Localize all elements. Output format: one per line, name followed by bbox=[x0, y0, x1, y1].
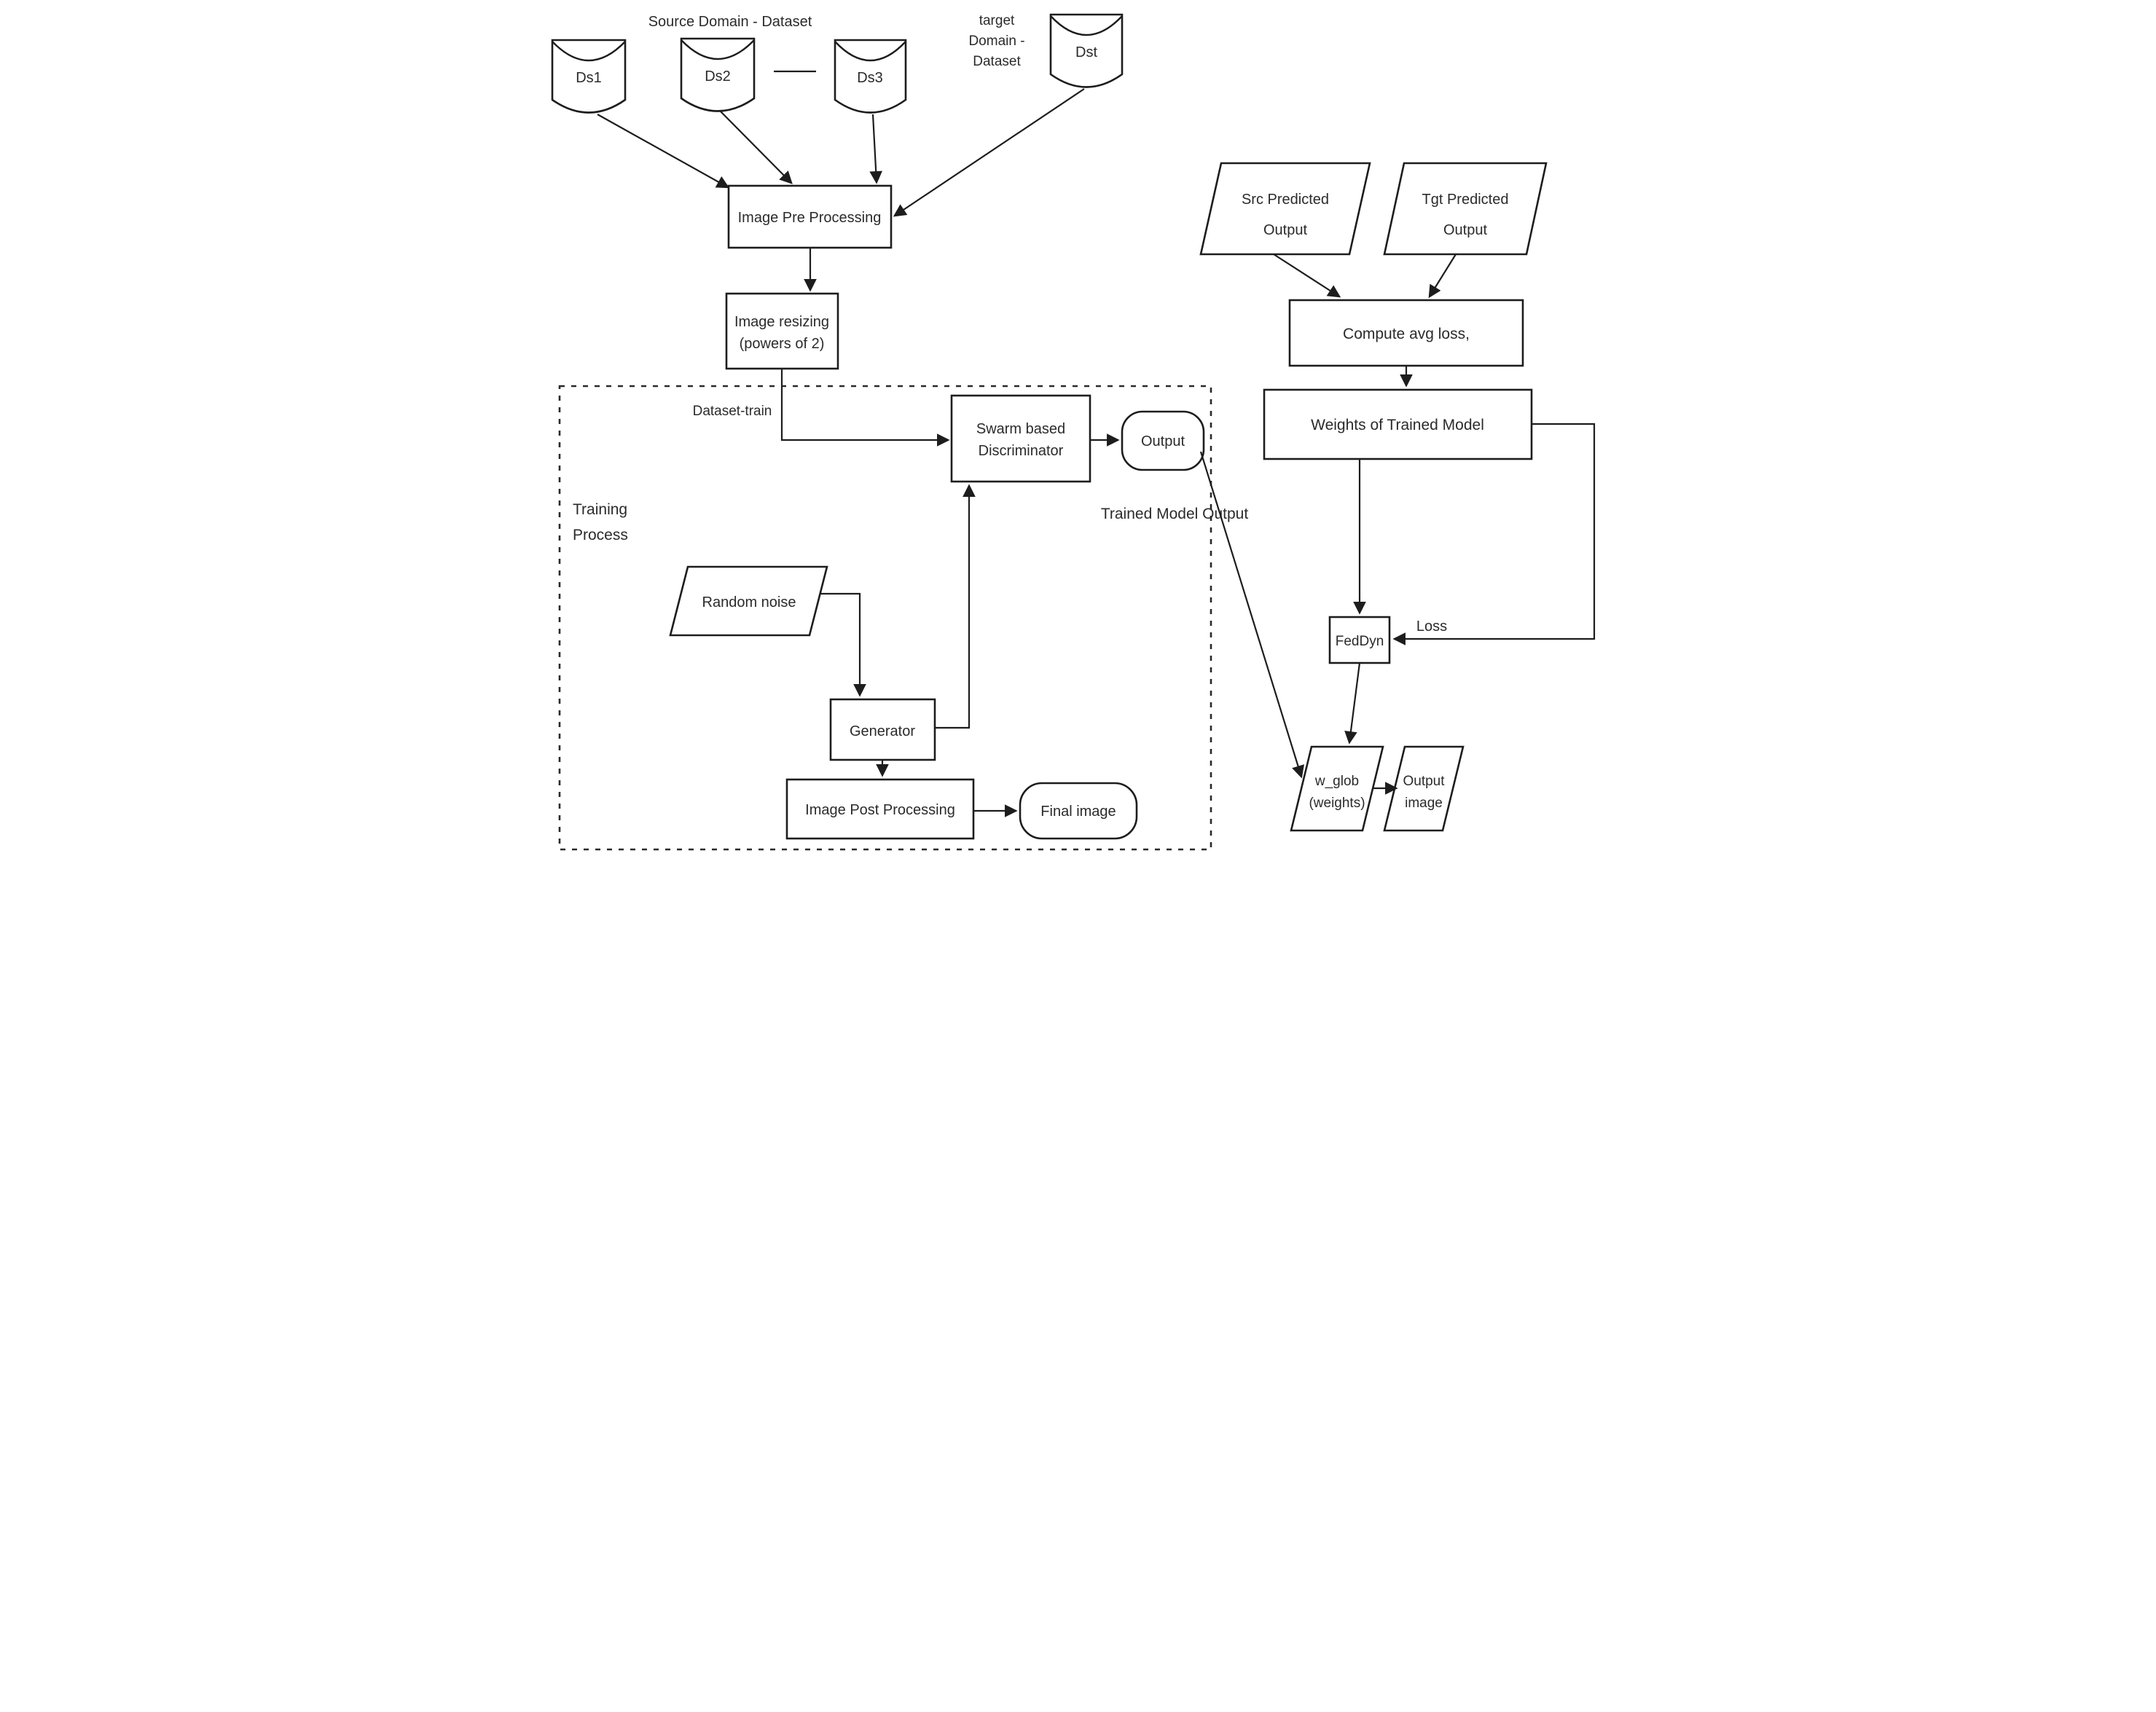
arrow-ds1-to-preprocessing bbox=[596, 114, 729, 189]
process-label: Image Pre Processing bbox=[737, 210, 881, 226]
process-box bbox=[785, 778, 974, 840]
loss-label: Loss bbox=[1416, 619, 1446, 635]
swarm-discriminator-box: Swarm based Discriminator bbox=[950, 394, 1091, 483]
io-shape bbox=[1199, 162, 1371, 256]
source-domain-label: Source Domain - Dataset bbox=[648, 14, 812, 30]
src-predicted-output-parallelogram: Src Predicted Output bbox=[1199, 162, 1371, 256]
dataset-cylinder-ds1: Ds1 bbox=[551, 39, 626, 114]
target-domain-line3: Dataset bbox=[973, 54, 1021, 69]
arrow-trainedmodel-to-wglob bbox=[1199, 451, 1304, 779]
process-box bbox=[725, 292, 839, 370]
generator-box: Generator bbox=[829, 698, 936, 761]
process-box bbox=[950, 394, 1091, 483]
arrow-feddyn-to-wglob bbox=[1344, 662, 1360, 745]
arrow-dst-to-preprocessing bbox=[893, 88, 1085, 217]
terminator-label: Output bbox=[1140, 433, 1184, 449]
process-box bbox=[1263, 388, 1532, 460]
io-label-line2: Output bbox=[1263, 222, 1306, 238]
io-shape bbox=[1289, 745, 1384, 832]
dataset-cylinder-ds2: Ds2 bbox=[680, 37, 755, 112]
arrow-resizing-to-discriminator bbox=[780, 369, 950, 447]
process-box bbox=[1288, 299, 1524, 367]
trained-model-output-label: Trained Model Output bbox=[1100, 506, 1247, 522]
training-process-line1: Training bbox=[573, 501, 627, 518]
io-label-line1: w_glob bbox=[1314, 774, 1358, 789]
io-label: Random noise bbox=[702, 594, 796, 610]
dataset-cylinder-dst: Dst bbox=[1049, 13, 1123, 88]
process-box bbox=[727, 184, 892, 249]
flowchart-canvas: Source Domain - Dataset Ds1 Ds2 Ds3 targ… bbox=[538, 0, 1618, 856]
image-resizing-box: Image resizing (powers of 2) bbox=[725, 292, 839, 370]
io-shape bbox=[1382, 745, 1465, 832]
output-terminator: Output bbox=[1121, 410, 1204, 471]
process-label: Image Post Processing bbox=[805, 802, 955, 818]
weights-trained-model-box: Weights of Trained Model bbox=[1263, 388, 1532, 460]
cylinder-shape bbox=[834, 39, 906, 114]
io-label-line1: Tgt Predicted bbox=[1422, 192, 1508, 208]
process-label: FedDyn bbox=[1335, 634, 1384, 649]
tgt-predicted-output-parallelogram: Tgt Predicted Output bbox=[1382, 162, 1548, 256]
terminator-shape bbox=[1019, 782, 1137, 840]
cylinder-shape bbox=[1049, 13, 1123, 88]
random-noise-parallelogram: Random noise bbox=[668, 565, 828, 637]
cylinder-label: Ds3 bbox=[857, 70, 883, 86]
federated-gan-flowchart: Source Domain - Dataset Ds1 Ds2 Ds3 targ… bbox=[538, 0, 1618, 856]
w-glob-parallelogram: w_glob (weights) bbox=[1289, 745, 1384, 832]
final-image-terminator: Final image bbox=[1019, 782, 1137, 840]
target-domain-line1: target bbox=[979, 13, 1014, 28]
process-label-line1: Image resizing bbox=[734, 314, 828, 330]
cylinder-label: Ds1 bbox=[576, 70, 602, 86]
cylinder-rim bbox=[834, 41, 906, 62]
dataset-cylinder-ds3: Ds3 bbox=[834, 39, 906, 114]
compute-avg-loss-box: Compute avg loss, bbox=[1288, 299, 1524, 367]
output-image-parallelogram: Output image bbox=[1382, 745, 1465, 832]
process-label-line2: Discriminator bbox=[978, 443, 1063, 459]
process-label: Generator bbox=[849, 723, 914, 739]
process-label: Weights of Trained Model bbox=[1311, 417, 1484, 433]
io-label-line1: Output bbox=[1403, 774, 1445, 789]
terminator-shape bbox=[1121, 410, 1204, 471]
arrow-noise-to-generator bbox=[820, 592, 866, 697]
io-label-line1: Src Predicted bbox=[1241, 192, 1328, 208]
arrow-loss-feedback-to-feddyn bbox=[1392, 423, 1595, 645]
process-label-line2: (powers of 2) bbox=[739, 336, 824, 352]
training-process-label: Training Process bbox=[573, 501, 628, 543]
cylinder-rim bbox=[1049, 15, 1123, 36]
arrow-generator-to-discriminator bbox=[934, 484, 976, 729]
cylinder-label: Ds2 bbox=[705, 68, 731, 85]
io-label-line2: (weights) bbox=[1309, 796, 1365, 811]
arrow-src-to-computeloss bbox=[1272, 254, 1341, 298]
target-domain-line2: Domain - bbox=[968, 34, 1024, 49]
image-post-processing-box: Image Post Processing bbox=[785, 778, 974, 840]
cylinder-rim bbox=[551, 41, 626, 62]
training-process-frame bbox=[558, 385, 1212, 851]
training-process-line2: Process bbox=[573, 527, 628, 543]
terminator-label: Final image bbox=[1040, 804, 1116, 820]
cylinder-shape bbox=[551, 39, 626, 114]
process-label-line1: Swarm based bbox=[976, 421, 1065, 437]
arrow-ds3-to-preprocessing bbox=[869, 114, 882, 184]
arrow-tgt-to-computeloss bbox=[1428, 254, 1457, 299]
image-pre-processing-box: Image Pre Processing bbox=[727, 184, 892, 249]
arrow-ds2-to-preprocessing bbox=[718, 110, 793, 184]
io-label-line2: Output bbox=[1443, 222, 1486, 238]
feddyn-box: FedDyn bbox=[1328, 616, 1390, 664]
cylinder-rim bbox=[680, 39, 755, 60]
io-shape bbox=[668, 565, 828, 637]
dataset-train-label: Dataset-train bbox=[692, 404, 772, 419]
io-shape bbox=[1382, 162, 1548, 256]
io-label-line2: image bbox=[1405, 796, 1443, 811]
target-domain-label: target Domain - Dataset bbox=[968, 13, 1024, 69]
process-label: Compute avg loss, bbox=[1343, 326, 1470, 342]
cylinder-label: Dst bbox=[1075, 44, 1097, 60]
